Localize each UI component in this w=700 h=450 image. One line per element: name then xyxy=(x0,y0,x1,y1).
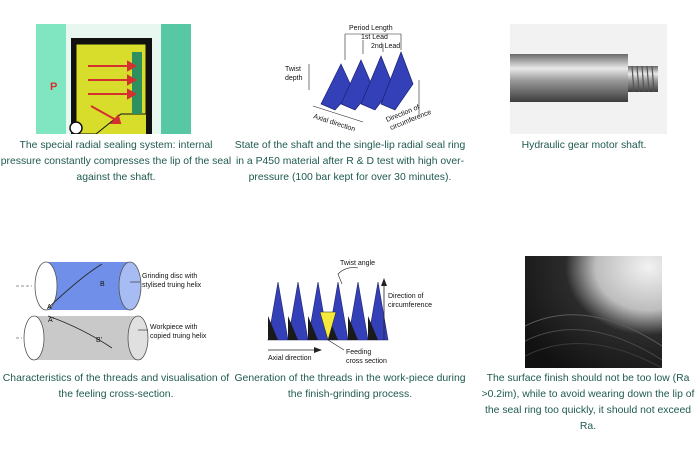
axial-direction-label: Axial direction xyxy=(268,355,312,362)
direction-circumference-label-2: circumference xyxy=(388,302,432,309)
seal-diagram-image: P xyxy=(36,24,191,135)
shaft-photo xyxy=(510,24,667,134)
twist-angle-label: Twist angle xyxy=(340,260,375,267)
point-a-label: A xyxy=(47,304,52,311)
workpiece-label-2: copied truing helix xyxy=(150,333,207,340)
point-b-label: B xyxy=(100,281,105,288)
figure-3-caption: Hydraulic gear motor shaft. xyxy=(521,140,647,151)
thread-generation-diagram: Twist angle Direction of circumference A… xyxy=(262,256,442,368)
direction-circumference-label-1: Direction of xyxy=(388,293,423,300)
grinding-disc-label-2: stylised truing helix xyxy=(142,282,202,289)
thread-state-image: Period Length 1st Lead 2nd Lead Twist de… xyxy=(283,20,453,135)
pressure-label: P xyxy=(50,81,57,93)
twist-depth-label-2: depth xyxy=(285,75,303,82)
feeding-label-1: Feeding xyxy=(346,349,371,356)
point-b-prime-label: B' xyxy=(96,337,102,344)
first-lead-label: 1st Lead xyxy=(361,34,388,41)
figure-1-caption: The special radial sealing system: inter… xyxy=(0,140,232,183)
grinding-diagram: A A' B B' Grinding disc with stylised tr… xyxy=(12,256,222,368)
workpiece-label-1: Workpiece with xyxy=(150,324,197,331)
figure-5-caption: Generation of the threads in the work-pi… xyxy=(234,373,466,400)
point-a-prime-label: A' xyxy=(48,317,54,324)
figure-4-caption: Characteristics of the threads and visua… xyxy=(2,373,230,400)
axial-direction-label: Axial direction xyxy=(312,113,356,133)
period-length-label: Period Length xyxy=(349,25,393,32)
figure-2-caption: State of the shaft and the single-lip ra… xyxy=(234,140,466,183)
second-lead-label: 2nd Lead xyxy=(371,43,400,50)
feeding-label-2: cross section xyxy=(346,358,387,365)
figure-6-caption: The surface finish should not be too low… xyxy=(481,373,695,432)
grinding-disc-label-1: Grinding disc with xyxy=(142,273,197,280)
twist-depth-label-1: Twist xyxy=(285,66,301,73)
surface-finish-photo xyxy=(524,256,663,369)
